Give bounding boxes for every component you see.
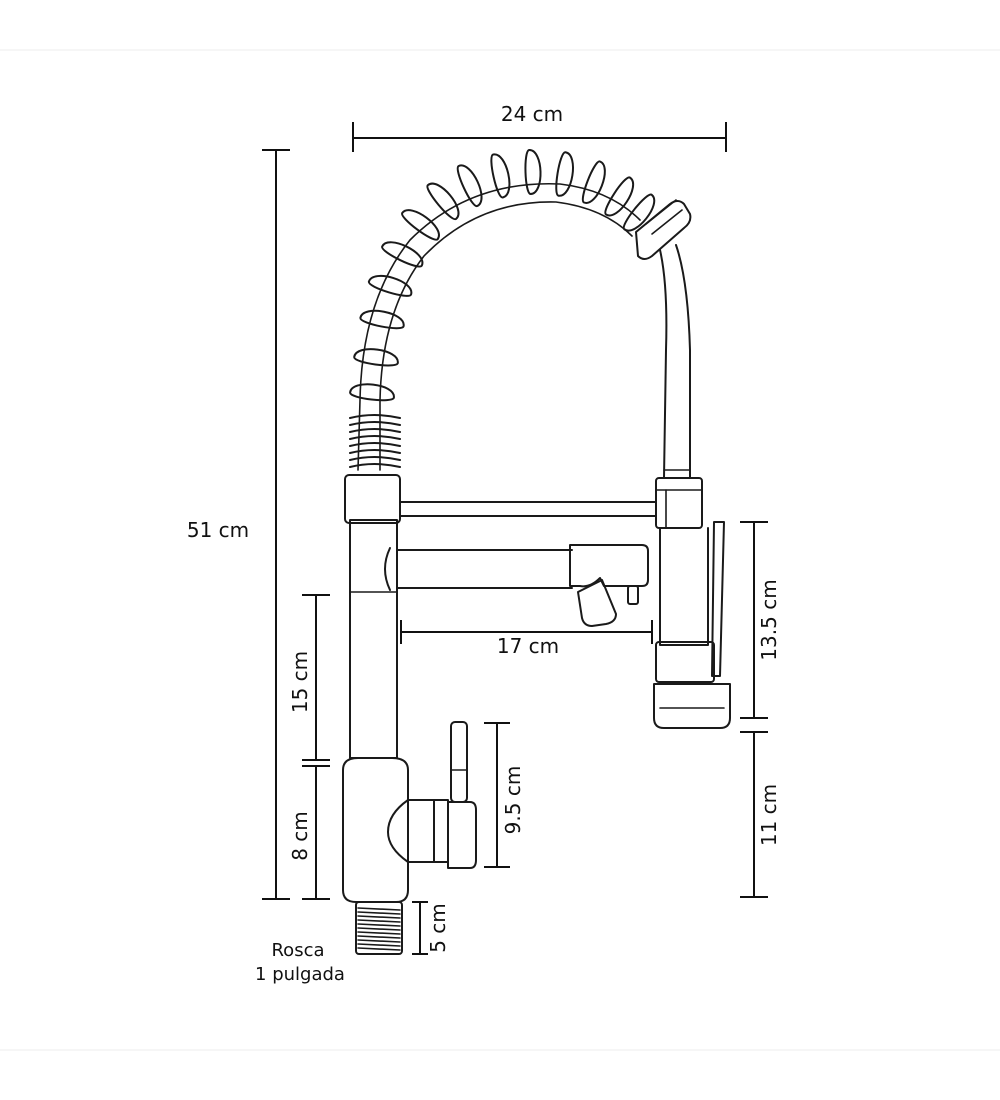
support-bar xyxy=(399,501,657,517)
spring-coil xyxy=(401,209,440,241)
spring-coil xyxy=(381,241,424,268)
spring-coil xyxy=(604,176,635,217)
lever-hub xyxy=(387,799,435,863)
spring-coil xyxy=(353,348,399,367)
pullout-hose xyxy=(659,244,691,479)
label-sprayer-height: 11 cm xyxy=(757,784,781,846)
main-column xyxy=(349,519,398,759)
spring-core xyxy=(357,182,641,471)
sprayer-head xyxy=(653,683,731,729)
spring-base-coils xyxy=(349,414,401,468)
spring-coil xyxy=(349,383,395,402)
sprayer-holder xyxy=(655,477,703,529)
label-thread-type-line2: 1 pulgada xyxy=(255,964,345,985)
spray-head-top xyxy=(635,200,692,260)
label-sprayer-length: 13.5 cm xyxy=(757,579,781,660)
spring-coil xyxy=(524,148,542,196)
label-spout-reach: 17 cm xyxy=(497,634,559,658)
spout-arm xyxy=(396,549,573,589)
faucet-drawing xyxy=(342,148,731,955)
spring-coils xyxy=(349,148,656,402)
label-total-height: 51 cm xyxy=(187,518,249,542)
spring-coil xyxy=(555,151,574,197)
lever-handle xyxy=(450,721,468,803)
label-thread-type-line1: Rosca xyxy=(271,940,324,961)
spring-coil xyxy=(367,274,413,297)
sprayer-trigger xyxy=(711,521,725,677)
dimension-lines xyxy=(262,122,768,955)
dimension-labels: 24 cm 51 cm 17 cm 15 cm 8 cm 9.5 cm 5 cm… xyxy=(187,102,781,985)
label-body-height: 8 cm xyxy=(288,811,312,861)
spring-coil xyxy=(426,182,460,220)
label-thread-length: 5 cm xyxy=(426,903,450,953)
lower-body xyxy=(342,757,409,903)
spring-coil xyxy=(456,164,483,208)
label-column-upper: 15 cm xyxy=(288,651,312,713)
sprayer-grip xyxy=(655,641,715,683)
swivel-collar xyxy=(344,474,401,524)
spring-coil xyxy=(490,153,511,199)
spring-coil xyxy=(622,193,656,232)
spring-coil xyxy=(581,160,606,204)
spout-head xyxy=(569,544,649,588)
label-total-width: 24 cm xyxy=(501,102,563,126)
spout-nozzle xyxy=(577,579,617,627)
sprayer-body xyxy=(659,527,709,646)
label-lever-height: 9.5 cm xyxy=(501,766,525,835)
spout-button xyxy=(627,585,639,605)
spring-coil xyxy=(359,309,405,330)
lever-collar xyxy=(433,799,449,863)
lever-cap xyxy=(447,801,477,869)
threaded-base xyxy=(355,901,403,955)
